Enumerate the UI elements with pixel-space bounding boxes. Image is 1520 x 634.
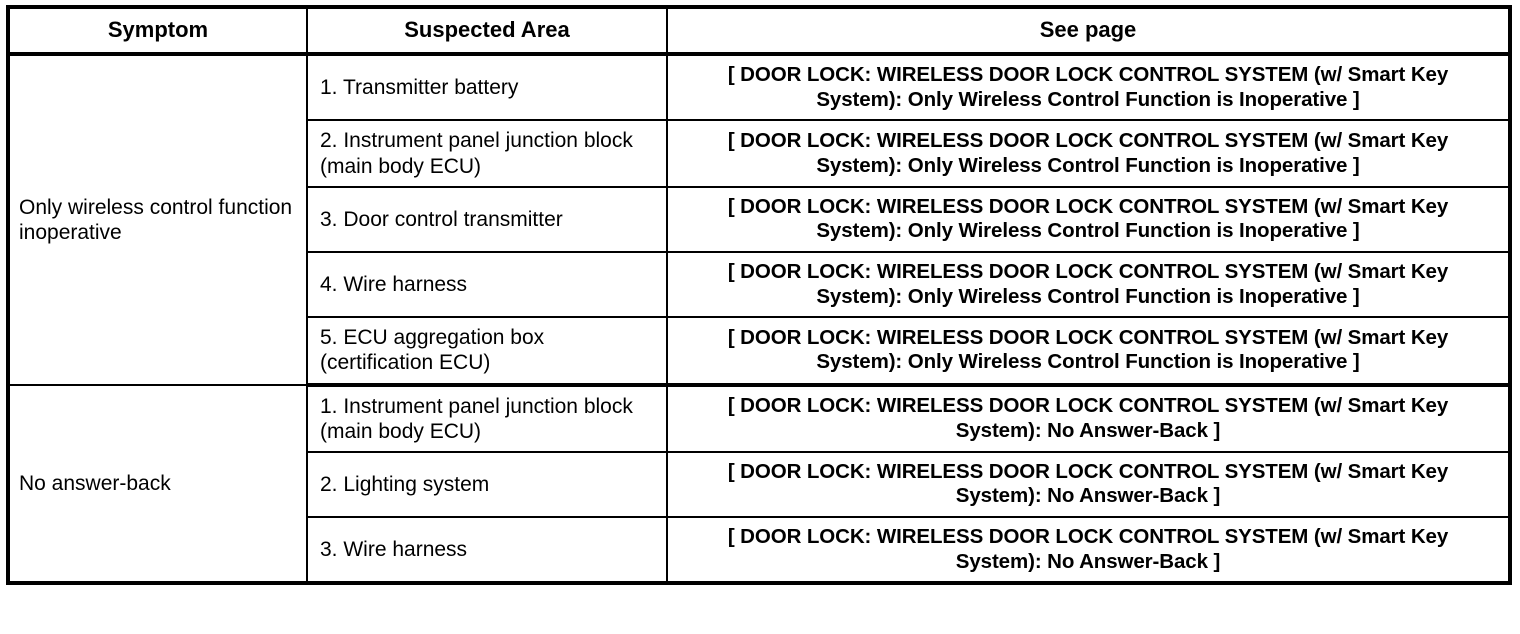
table-row: 4. Wire harness [ DOOR LOCK: WIRELESS DO… xyxy=(8,251,1510,319)
table-row: Only wireless control function inoperati… xyxy=(8,54,1510,386)
table-body: Only wireless control function inoperati… xyxy=(8,54,1510,585)
column-header-suspected-area: Suspected Area xyxy=(307,7,668,57)
suspected-area-cell: 2. Lighting system xyxy=(307,451,668,519)
see-page-cell: [ DOOR LOCK: WIRELESS DOOR LOCK CONTROL … xyxy=(667,384,1510,453)
see-page-cell: [ DOOR LOCK: WIRELESS DOOR LOCK CONTROL … xyxy=(667,251,1510,319)
column-header-see-page: See page xyxy=(667,7,1510,57)
see-page-cell: [ DOOR LOCK: WIRELESS DOOR LOCK CONTROL … xyxy=(667,120,1510,188)
table-header-row: Symptom Suspected Area See page xyxy=(8,7,1510,57)
table-row: 3. Door control transmitter [ DOOR LOCK:… xyxy=(8,186,1510,253)
symptom-cell: No answer-back xyxy=(8,384,308,585)
table-header: Symptom Suspected Area See page xyxy=(8,7,1510,57)
table-row: No answer-back 1. Instrument panel junct… xyxy=(8,384,1510,585)
symptom-suspected-area-table: Symptom Suspected Area See page Only wir… xyxy=(6,5,1512,586)
column-header-symptom: Symptom xyxy=(8,7,308,57)
suspected-area-cell: 4. Wire harness xyxy=(307,251,668,319)
suspected-area-cell: 1. Instrument panel junction block (main… xyxy=(307,384,668,453)
table-row: 2. Instrument panel junction block (main… xyxy=(8,120,1510,188)
see-page-cell: [ DOOR LOCK: WIRELESS DOOR LOCK CONTROL … xyxy=(667,317,1510,387)
see-page-cell: [ DOOR LOCK: WIRELESS DOOR LOCK CONTROL … xyxy=(667,54,1510,122)
see-page-cell: [ DOOR LOCK: WIRELESS DOOR LOCK CONTROL … xyxy=(667,451,1510,519)
suspected-area-cell: 3. Wire harness xyxy=(307,517,668,584)
suspected-area-cell: 1. Transmitter battery xyxy=(307,54,668,122)
see-page-cell: [ DOOR LOCK: WIRELESS DOOR LOCK CONTROL … xyxy=(667,186,1510,253)
see-page-cell: [ DOOR LOCK: WIRELESS DOOR LOCK CONTROL … xyxy=(727,525,1449,573)
suspected-area-cell: 5. ECU aggregation box (certification EC… xyxy=(307,317,668,387)
table-row: 5. ECU aggregation box (certification EC… xyxy=(8,317,1510,387)
symptom-cell: Only wireless control function inoperati… xyxy=(8,54,308,386)
suspected-area-cell: 3. Door control transmitter xyxy=(307,186,668,253)
table-row: 2. Lighting system [ DOOR LOCK: WIRELESS… xyxy=(8,451,1510,519)
suspected-area-cell: 2. Instrument panel junction block (main… xyxy=(307,120,668,188)
table-row: 3. Wire harness [ DOOR LOCK: WIRELESS DO… xyxy=(8,517,1510,584)
